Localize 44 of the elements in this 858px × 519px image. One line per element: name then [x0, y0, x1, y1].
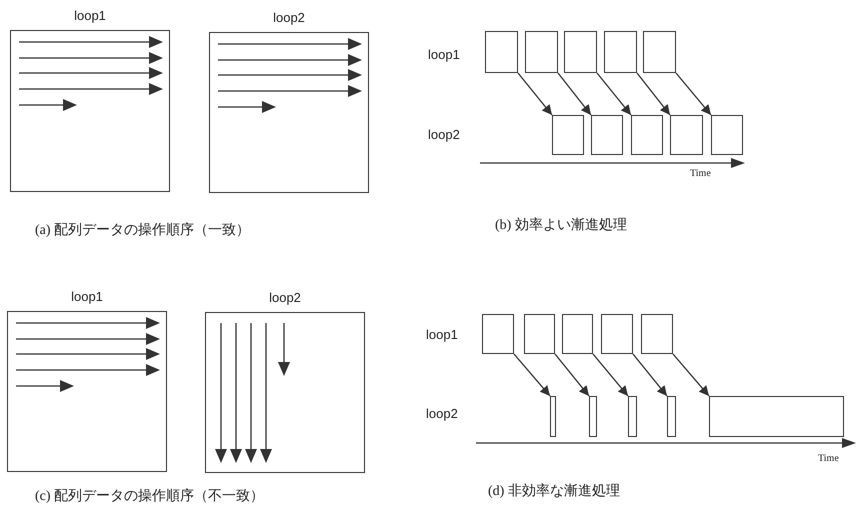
- arrow: [592, 354, 628, 396]
- axis-label: Time: [690, 168, 711, 180]
- process-box: [564, 31, 597, 73]
- box-heading: loop2: [268, 290, 302, 306]
- arrow: [676, 72, 712, 116]
- process-box: [709, 396, 844, 437]
- caption: (a) 配列データの操作順序（一致）: [35, 223, 250, 240]
- process-box: [604, 31, 637, 73]
- arrow: [514, 354, 550, 396]
- process-box: [643, 31, 676, 73]
- row-label: loop2: [428, 127, 460, 143]
- row-label: loop2: [426, 406, 458, 422]
- process-box: [667, 396, 676, 437]
- row-label: loop1: [426, 327, 458, 343]
- process-box: [552, 115, 584, 155]
- process-box: [589, 396, 597, 437]
- caption: (c) 配列データの操作順序（不一致）: [35, 489, 264, 506]
- process-box: [711, 115, 743, 155]
- process-box: [641, 314, 673, 354]
- process-box: [482, 314, 514, 354]
- arrow: [596, 72, 632, 116]
- box-heading: loop1: [73, 8, 107, 24]
- arrow: [554, 354, 590, 396]
- caption: (b) 効率よい漸進処理: [495, 218, 627, 235]
- axis-label: Time: [818, 453, 839, 465]
- box-heading: loop1: [70, 289, 104, 305]
- process-box: [631, 115, 663, 155]
- box-heading: loop2: [272, 10, 306, 26]
- arrow: [636, 72, 671, 116]
- process-box: [524, 314, 555, 354]
- process-box: [550, 396, 556, 437]
- process-box: [485, 31, 518, 73]
- process-box: [562, 314, 593, 354]
- process-box: [670, 115, 703, 155]
- arrow: [632, 354, 668, 396]
- arrow: [518, 72, 552, 116]
- process-box: [591, 115, 623, 155]
- process-box: [628, 396, 637, 437]
- arrow: [672, 354, 710, 396]
- process-box: [601, 314, 633, 354]
- process-box: [525, 31, 558, 73]
- row-label: loop1: [428, 47, 460, 63]
- arrow: [557, 72, 592, 116]
- caption: (d) 非効率な漸進処理: [488, 484, 620, 501]
